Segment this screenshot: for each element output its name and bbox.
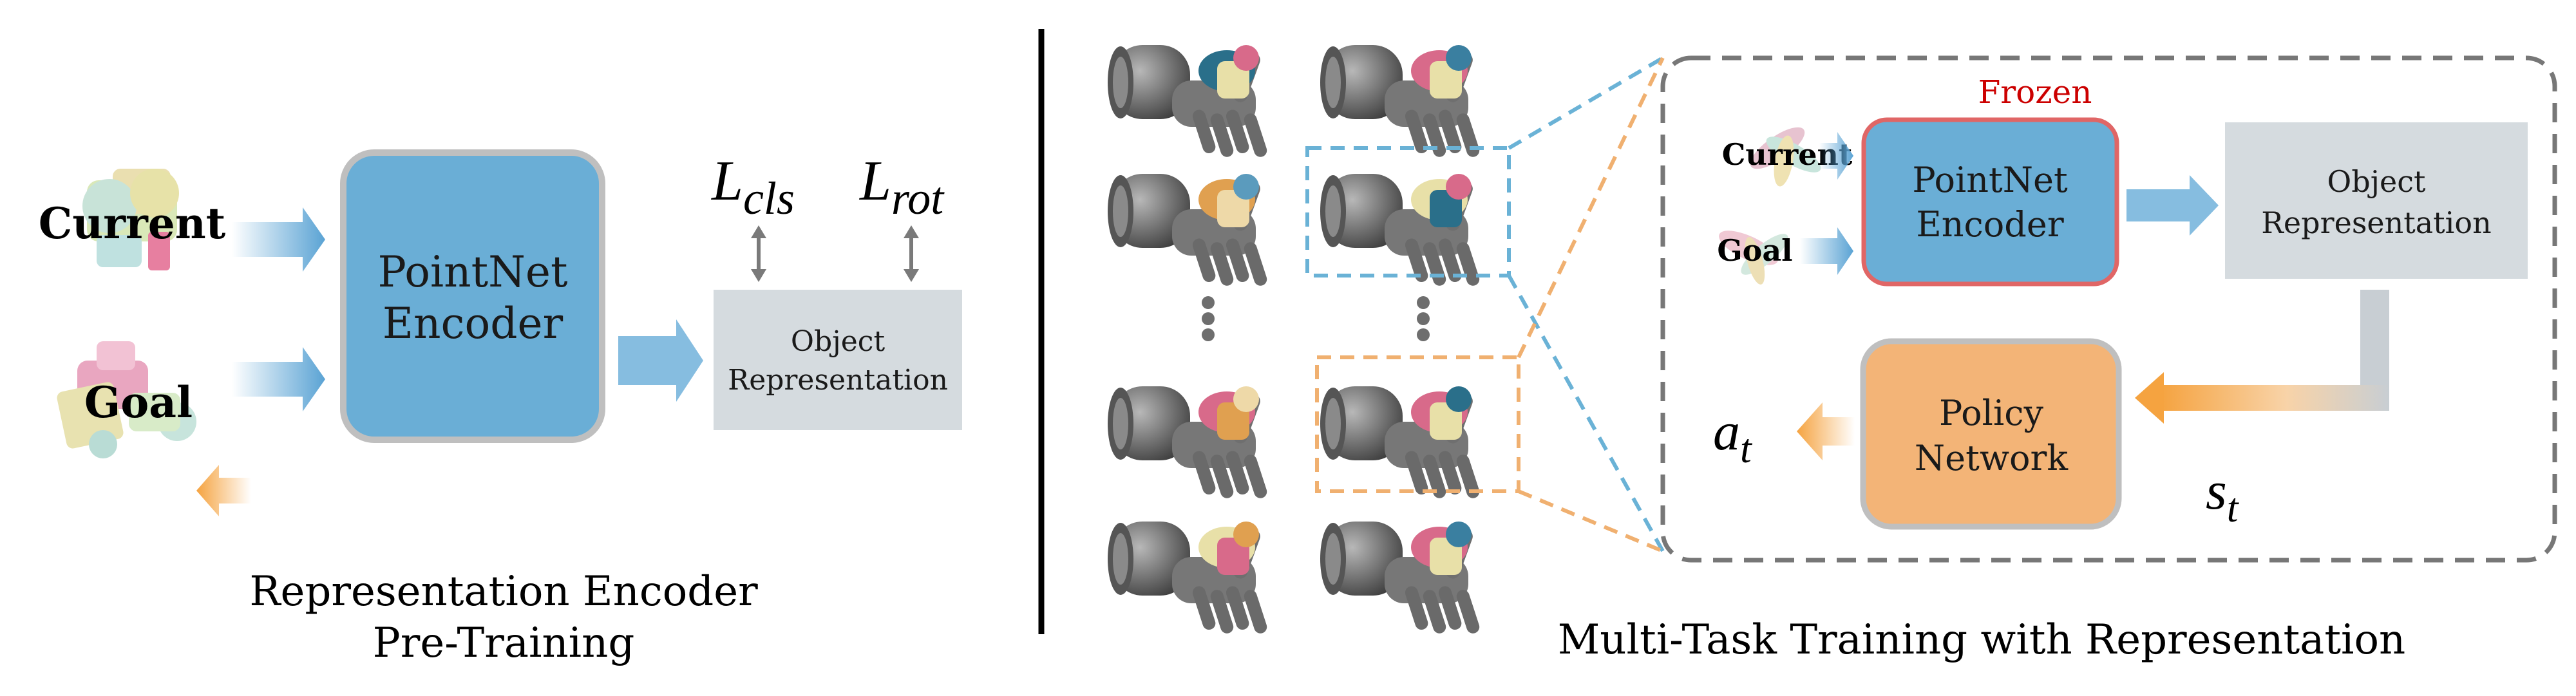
column1-ellipsis: [1202, 296, 1215, 341]
left-caption-line1: Representation Encoder: [249, 568, 758, 616]
policy-training-container: [1660, 55, 2557, 563]
robot-hand-icon: [1320, 522, 1480, 634]
cls-loss-double-arrow: [751, 225, 766, 282]
cls-loss-label: Lcls: [710, 150, 795, 224]
left-encoder-label-line2: Encoder: [383, 299, 564, 348]
left-goal-label: Goal: [84, 377, 193, 428]
action-output-arrow: [1797, 402, 1855, 460]
left-current-label: Current: [39, 198, 226, 249]
left-goal-arrow: [232, 347, 325, 411]
action-symbol: at: [1713, 402, 1753, 471]
policy-network-box: [1860, 338, 2122, 530]
right-encoder-label-line1: PointNet: [1912, 160, 2068, 200]
right-goal-label: Goal: [1717, 233, 1792, 268]
policy-label-line1: Policy: [1939, 393, 2043, 433]
right-panel: Frozen Current Goal PointNet Encoder Obj…: [196, 45, 2557, 664]
left-caption-line2: Pre-Training: [373, 619, 635, 667]
right-goal-object-icon: [1718, 214, 1792, 288]
left-encoder-to-object-arrow: [618, 319, 703, 402]
rot-loss-double-arrow: [904, 225, 919, 282]
left-object-rep-line2: Representation: [728, 364, 948, 397]
left-object-rep-line1: Object: [791, 325, 886, 358]
object-to-policy-arrowhead: [2135, 372, 2164, 424]
blue-connector-top: [1508, 56, 1664, 150]
robot-hand-icon: [1320, 45, 1480, 157]
robot-hand-icon: [1108, 522, 1267, 634]
right-object-rep-line2: Representation: [2261, 205, 2491, 240]
orange-connector-bottom: [1517, 489, 1664, 553]
robot-hand-grid: [1108, 45, 1480, 634]
object-to-policy-horizontal-segment: [2161, 385, 2389, 411]
right-pointnet-encoder-box: [1861, 117, 2119, 287]
right-object-rep-line1: Object: [2327, 164, 2426, 199]
rot-loss-label: Lrot: [858, 150, 945, 224]
right-caption: Multi-Task Training with Representation: [1558, 616, 2406, 664]
left-panel: Current Goal PointNet Encoder Object Rep…: [39, 149, 962, 667]
left-current-object-icon: [70, 163, 188, 281]
left-object-representation-box: [714, 290, 962, 430]
robot-hand-icon: [1320, 386, 1480, 498]
orange-highlight-box: [1315, 355, 1520, 493]
right-encoder-label-line2: Encoder: [1916, 204, 2063, 245]
right-object-representation-box: [2225, 122, 2528, 279]
right-current-object-icon: [1750, 117, 1824, 192]
state-input-arrow: [196, 465, 251, 516]
left-current-arrow: [232, 207, 325, 272]
right-encoder-to-object-arrow: [2126, 175, 2219, 236]
robot-hand-icon: [1320, 174, 1480, 286]
left-goal-object-icon: [57, 341, 196, 462]
robot-hand-icon: [1108, 174, 1267, 286]
robot-hand-icon: [1108, 45, 1267, 157]
left-pointnet-encoder-box: [340, 149, 605, 443]
state-symbol: st: [2206, 461, 2240, 531]
left-encoder-label-line1: PointNet: [378, 247, 568, 297]
robot-hand-icon: [1108, 386, 1267, 498]
policy-label-line2: Network: [1915, 438, 2069, 478]
right-current-arrow: [1819, 132, 1853, 180]
blue-highlight-box: [1305, 146, 1511, 277]
column2-ellipsis: [1417, 296, 1430, 341]
right-goal-arrow: [1800, 227, 1853, 275]
blue-connector-bottom: [1507, 274, 1665, 552]
frozen-label: Frozen: [1978, 73, 2092, 111]
orange-connector-top: [1517, 57, 1665, 359]
